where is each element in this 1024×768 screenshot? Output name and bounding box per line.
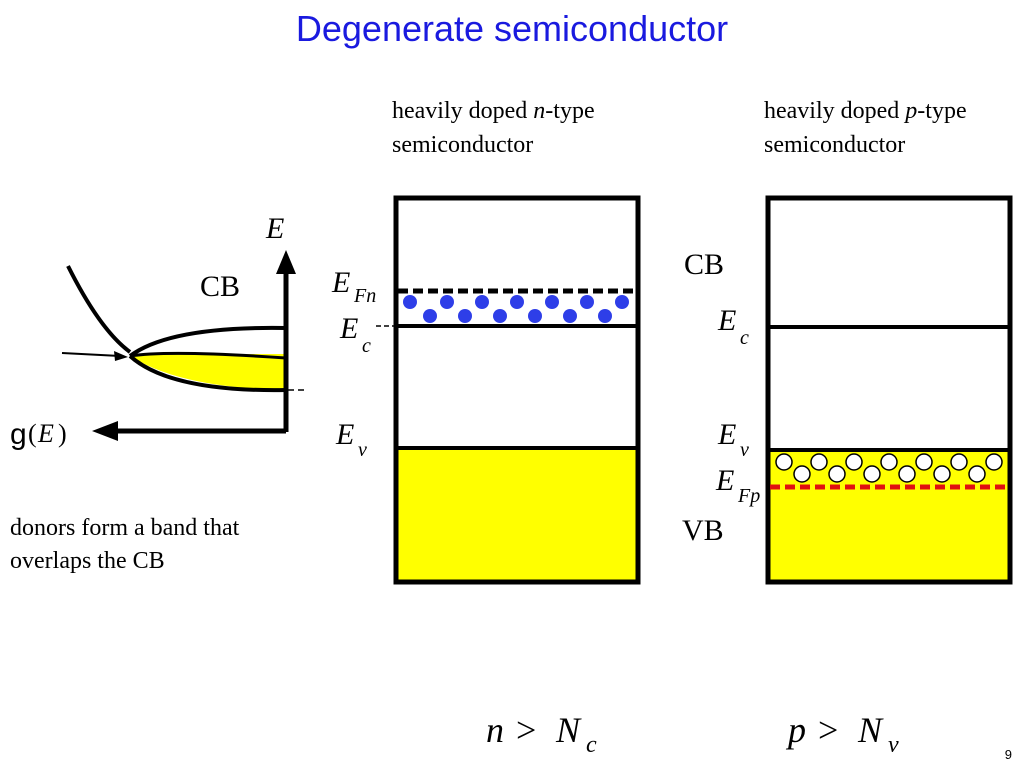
- p-condition: p > N v: [785, 710, 899, 758]
- energy-axis-label: E: [265, 212, 284, 245]
- dos-label-g: g: [10, 418, 27, 451]
- p-ev-sub: v: [740, 439, 749, 461]
- p-ev-label: E: [717, 418, 736, 451]
- n-ev-sub: v: [358, 439, 367, 461]
- dos-label-paren-open: (: [28, 419, 37, 448]
- electron: [493, 309, 507, 323]
- donor-band-top: [129, 351, 287, 360]
- electron: [580, 295, 594, 309]
- hole: [793, 465, 811, 483]
- dos-sketch: E CB g ( E ): [10, 212, 304, 451]
- hole: [880, 453, 898, 471]
- p-caption-line2: semiconductor: [764, 132, 906, 158]
- cb-dos-curve: [66, 265, 132, 354]
- n-ev-label: E: [335, 418, 354, 451]
- note-line2: overlaps the CB: [10, 548, 165, 574]
- n-caption-suffix: -type: [545, 98, 595, 124]
- electron: [545, 295, 559, 309]
- pointer-line: [61, 352, 121, 357]
- pointer-arrowhead: [114, 351, 128, 361]
- dos-label-paren-close: ): [58, 419, 67, 448]
- p-caption-suffix: -type: [917, 98, 967, 124]
- p-holes: [775, 453, 1003, 483]
- electron: [615, 295, 629, 309]
- n-condition: n > N c: [486, 710, 597, 758]
- electron: [510, 295, 524, 309]
- p-fermi-sub: Fp: [737, 485, 760, 507]
- electron: [563, 309, 577, 323]
- n-ec-label: E: [339, 312, 358, 345]
- electron: [403, 295, 417, 309]
- cb-label-left: CB: [200, 270, 240, 303]
- hole: [898, 465, 916, 483]
- n-caption-prefix: heavily doped: [392, 98, 534, 124]
- p-band-box: [765, 195, 1013, 585]
- n-caption-italic: n: [533, 98, 546, 124]
- dos-axis-arrowhead: [92, 421, 118, 441]
- p-type-caption: heavily doped p-type semiconductor: [764, 94, 967, 162]
- hole: [863, 465, 881, 483]
- n-type-caption: heavily doped n-type semiconductor: [392, 94, 595, 162]
- p-ec-sub: c: [740, 327, 749, 349]
- n-valence-band-fill: [396, 448, 638, 582]
- p-condition-N: N: [857, 710, 884, 750]
- cb-lens-top: [128, 325, 287, 358]
- hole: [915, 453, 933, 471]
- p-condition-op: >: [818, 710, 838, 750]
- n-ec-sub: c: [362, 335, 371, 357]
- p-ec-label: E: [717, 304, 736, 337]
- p-fermi-label: E: [715, 464, 734, 497]
- p-type-diagram: CB E c E v E Fp VB: [682, 195, 1013, 585]
- hole: [933, 465, 951, 483]
- page-number: 9: [1004, 747, 1012, 762]
- hole: [828, 465, 846, 483]
- n-fermi-sub: Fn: [353, 285, 376, 307]
- dos-label-var: E: [37, 419, 54, 448]
- hole: [950, 453, 968, 471]
- n-caption-line2: semiconductor: [392, 132, 534, 158]
- hole: [775, 453, 793, 471]
- electron: [475, 295, 489, 309]
- electron: [598, 309, 612, 323]
- hole: [985, 453, 1003, 471]
- hole: [810, 453, 828, 471]
- electron: [458, 309, 472, 323]
- donor-band-note: donors form a band that overlaps the CB: [10, 512, 239, 578]
- hole: [968, 465, 986, 483]
- n-condition-var: n: [486, 710, 504, 750]
- hole: [845, 453, 863, 471]
- n-band-box: [393, 195, 641, 585]
- electron: [440, 295, 454, 309]
- p-caption-italic: p: [905, 98, 918, 124]
- p-condition-sub: v: [888, 732, 899, 758]
- n-type-diagram: E Fn E c E v: [331, 195, 641, 585]
- n-condition-sub: c: [586, 732, 597, 758]
- slide-title: Degenerate semiconductor: [295, 8, 729, 49]
- electron: [423, 309, 437, 323]
- n-fermi-label: E: [331, 266, 350, 299]
- p-vb-label: VB: [682, 514, 724, 547]
- n-condition-op: >: [516, 710, 536, 750]
- n-condition-N: N: [555, 710, 582, 750]
- electron: [528, 309, 542, 323]
- n-electrons: [403, 295, 629, 323]
- cb-lens-bottom: [128, 354, 287, 393]
- p-cb-label: CB: [684, 248, 724, 281]
- p-caption-prefix: heavily doped: [764, 98, 906, 124]
- p-condition-var: p: [785, 710, 806, 750]
- note-line1: donors form a band that: [10, 515, 240, 541]
- energy-axis-arrowhead: [276, 250, 296, 274]
- donor-band-fill: [130, 354, 286, 390]
